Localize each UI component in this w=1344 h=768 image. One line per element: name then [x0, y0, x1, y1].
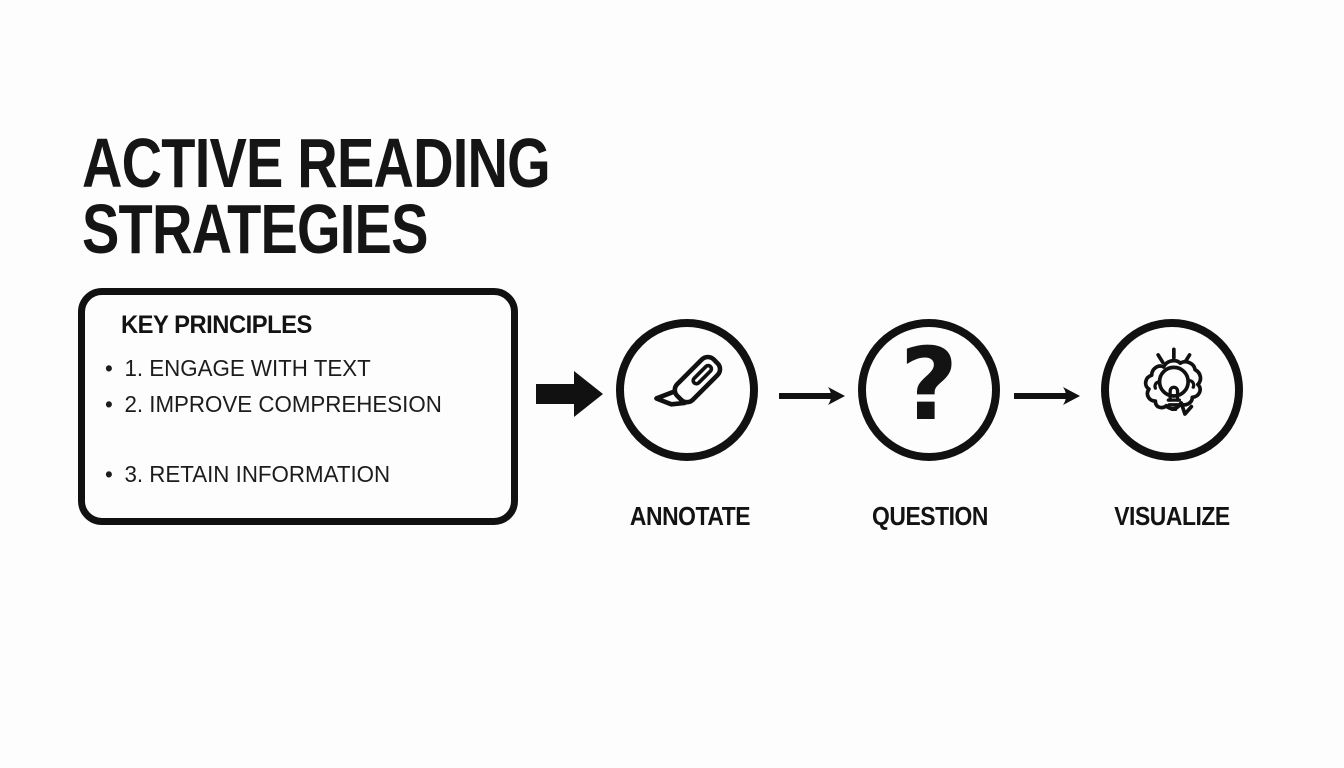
principle-item-label: 1. ENGAGE WITH TEXT	[124, 355, 371, 381]
page-title: ACTIVE READING STRATEGIES	[82, 124, 551, 268]
bullet-icon: •	[105, 461, 113, 487]
bullet-icon: •	[105, 355, 113, 381]
principle-item-label: 2. IMPROVE COMPREHESION	[124, 391, 442, 417]
principle-item: • 1. ENGAGE WITH TEXT	[105, 355, 371, 382]
principle-item: • 2. IMPROVE COMPREHESION	[105, 391, 442, 418]
question-mark-icon: ?	[899, 326, 958, 443]
step-circle-visualize	[1101, 319, 1243, 461]
flow-arrow-icon	[1014, 385, 1082, 407]
block-arrow-icon	[536, 370, 604, 418]
bullet-icon: •	[105, 391, 113, 417]
highlighter-icon	[641, 344, 733, 436]
step-label-visualize: VISUALIZE	[1114, 501, 1230, 531]
key-principles-heading: KEY PRINCIPLES	[121, 311, 312, 339]
step-circle-question: ?	[858, 319, 1000, 461]
principle-item: • 3. RETAIN INFORMATION	[105, 461, 390, 488]
flow-arrow-icon	[779, 385, 847, 407]
brain-lightbulb-icon	[1124, 342, 1220, 438]
page-title-line2: STRATEGIES	[82, 190, 428, 268]
page-title-line1: ACTIVE READING	[82, 124, 551, 202]
principle-item-label: 3. RETAIN INFORMATION	[124, 461, 391, 487]
step-label-question: QUESTION	[872, 501, 988, 531]
step-circle-annotate	[616, 319, 758, 461]
key-principles-box: KEY PRINCIPLES • 1. ENGAGE WITH TEXT • 2…	[78, 288, 518, 525]
step-label-annotate: ANNOTATE	[629, 501, 751, 531]
